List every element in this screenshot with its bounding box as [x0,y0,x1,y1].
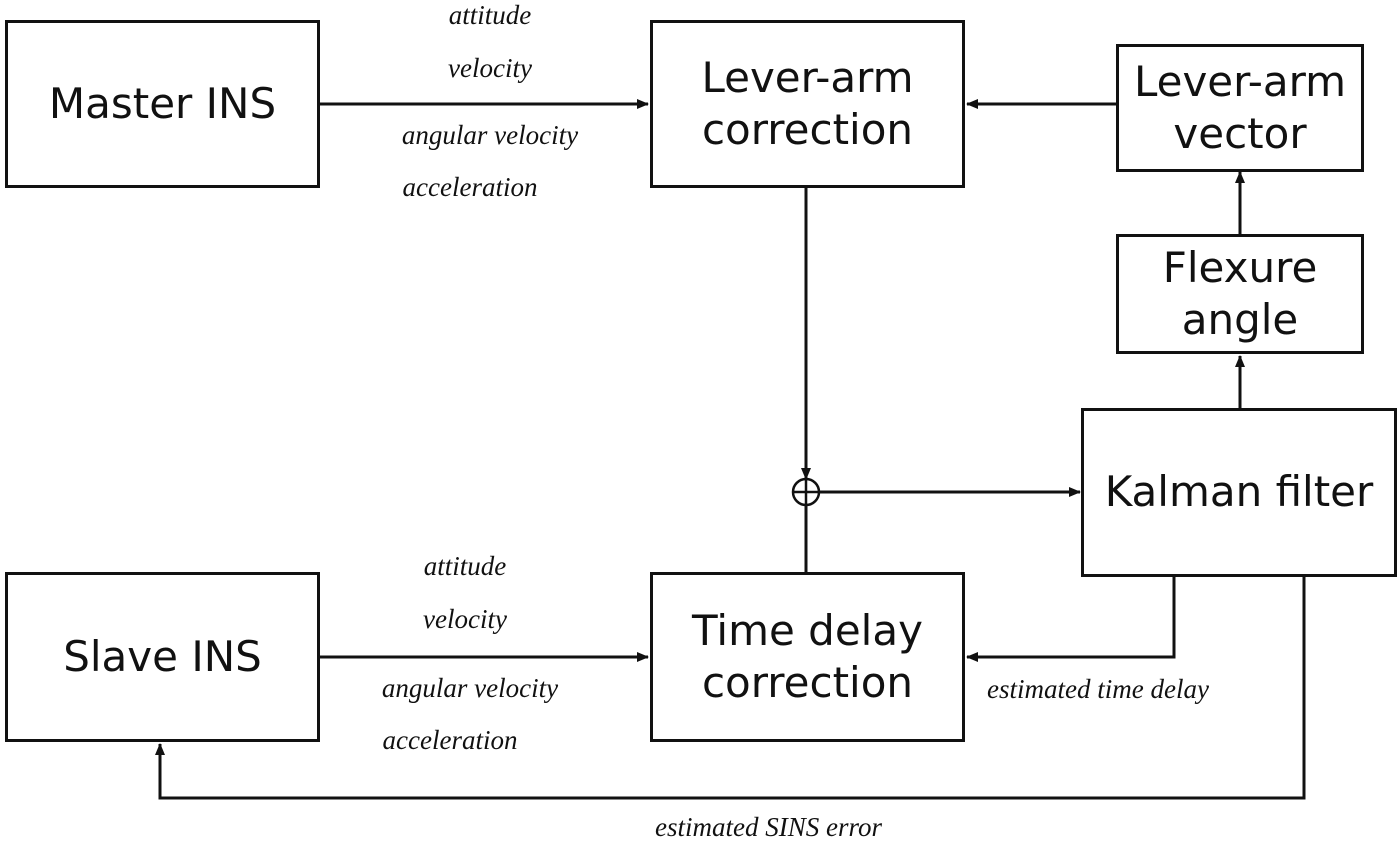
slave-ins-label: Slave INS [63,631,262,681]
lever-arm-vector-label-line1: Lever-arm [1133,56,1347,106]
master-output-acceleration: acceleration [402,172,538,202]
lever-arm-correction-block: Lever-arm correction [650,20,965,188]
lever-arm-vector-block: Lever-arm vector [1116,44,1364,172]
lever-arm-correction-label-line2: correction [701,105,914,154]
master-output-velocity: velocity [448,53,532,83]
arrow-kalman-to-time-delay [966,577,1176,662]
flexure-angle-label-line2: angle [1181,295,1299,344]
master-output-attitude: attitude [448,0,532,30]
flexure-angle-label-line1: Flexure [1162,242,1318,292]
slave-output-angular-velocity: angular velocity [381,673,559,703]
estimated-time-delay-label: estimated time delay [987,674,1209,704]
flexure-angle-block: Flexure angle [1116,234,1364,354]
slave-ins-block: Slave INS [5,572,320,742]
kalman-filter-label: Kalman filter [1104,467,1374,517]
master-output-angular-velocity: angular velocity [401,120,579,150]
master-ins-label: Master INS [48,78,277,128]
estimated-sins-error-label: estimated SINS error [655,812,882,841]
time-delay-correction-label-line2: correction [701,658,914,707]
slave-output-velocity: velocity [423,604,507,634]
arrow-kalman-to-slave [155,577,1306,800]
time-delay-correction-label-line1: Time delay [692,605,923,655]
lever-arm-correction-label-line1: Lever-arm [701,52,914,102]
slave-output-acceleration: acceleration [382,725,518,755]
master-ins-block: Master INS [5,20,320,188]
kalman-filter-block: Kalman filter [1081,408,1397,577]
slave-output-attitude: attitude [423,551,507,581]
lever-arm-vector-label-line2: vector [1173,109,1307,158]
summing-junction [791,477,821,507]
time-delay-correction-block: Time delay correction [650,572,965,742]
